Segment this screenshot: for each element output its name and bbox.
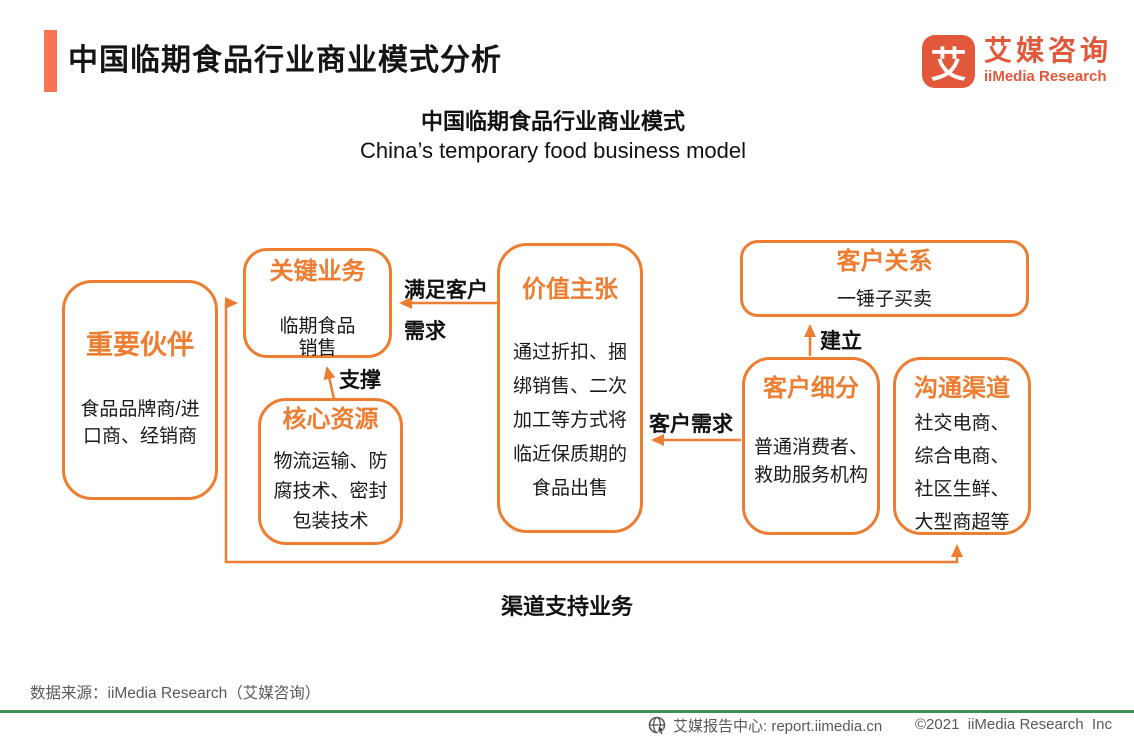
box-customer-relations: 客户关系 一锤子买卖 [740,240,1029,317]
arrow-label-satisfy-demand: 满足客户 需求 [404,279,488,343]
report-center-text: 艾媒报告中心: report.iimedia.cn [673,718,883,735]
arrow-support [323,366,336,400]
arrow-label-channel-support: 渠道支持业务 [500,594,633,619]
globe-cursor-icon [648,716,666,735]
page-title: 中国临期食品行业商业模式分析 [68,44,502,77]
box-title: 核心资源 [282,406,379,433]
box-line: 通过折扣、捆 [512,342,627,363]
box-line: 临期食品 [279,316,356,337]
box-line: 救助服务机构 [753,465,868,486]
box-line: 社区生鲜、 [914,479,1010,500]
box-key-activities: 关键业务 临期食品 销售 [243,248,392,359]
box-line: 综合电商、 [914,446,1010,467]
title-accent-bar [44,30,57,92]
arrow-label-customer-demand: 客户需求 [649,413,733,436]
footer-divider [0,710,1134,713]
logo-brand-en: iiMedia Research [983,68,1107,85]
box-channels: 沟通渠道 社交电商、 综合电商、 社区生鲜、 大型商超等 [893,357,1031,535]
copyright-text: ©2021 iiMedia Research Inc [915,716,1112,733]
arrow-label-support: 支撑 [339,369,381,392]
box-line: 销售 [298,338,337,359]
box-title: 客户关系 [836,248,933,275]
logo-brand-cn: 艾媒咨询 [983,35,1112,66]
box-line: 腐技术、密封 [273,481,388,502]
box-line: 食品出售 [531,478,608,499]
data-source-note: 数据来源：iiMedia Research（艾媒咨询） [30,685,321,702]
box-line: 口商、经销商 [82,426,197,447]
iimedia-logo: 艾 艾媒咨询 iiMedia Research [921,35,1112,88]
box-line: 一锤子买卖 [836,289,932,310]
chart-subtitle: 中国临期食品行业商业模式 China’s temporary food busi… [0,108,1106,164]
box-line: 包装技术 [292,511,369,532]
box-line: 临近保质期的 [512,444,627,465]
footer: 艾媒报告中心: report.iimedia.cn ©2021 iiMedia … [0,713,1134,737]
box-line: 物流运输、防 [273,451,388,472]
box-line: 绑销售、二次 [512,376,627,397]
box-customer-segments: 客户细分 普通消费者、 救助服务机构 [742,357,880,535]
box-line: 大型商超等 [914,512,1010,533]
box-title: 重要伙伴 [86,330,194,360]
box-title: 客户细分 [763,375,859,402]
iimedia-logo-icon: 艾 [921,35,975,88]
box-key-partners: 重要伙伴 食品品牌商/进 口商、经销商 [62,280,218,500]
box-line: 普通消费者、 [753,437,868,458]
box-line: 加工等方式将 [512,410,627,431]
box-title: 关键业务 [269,258,366,285]
box-line: 食品品牌商/进 [80,399,200,420]
chart-subtitle-cn: 中国临期食品行业商业模式 [420,109,685,134]
box-line: 社交电商、 [914,413,1010,434]
chart-subtitle-en: China’s temporary food business model [359,138,747,163]
box-title: 价值主张 [522,276,618,303]
box-value-proposition: 价值主张 通过折扣、捆 绑销售、二次 加工等方式将 临近保质期的 食品出售 [497,243,643,533]
arrow-label-establish: 建立 [820,330,862,353]
box-core-resources: 核心资源 物流运输、防 腐技术、密封 包装技术 [258,398,403,545]
box-title: 沟通渠道 [914,375,1010,402]
